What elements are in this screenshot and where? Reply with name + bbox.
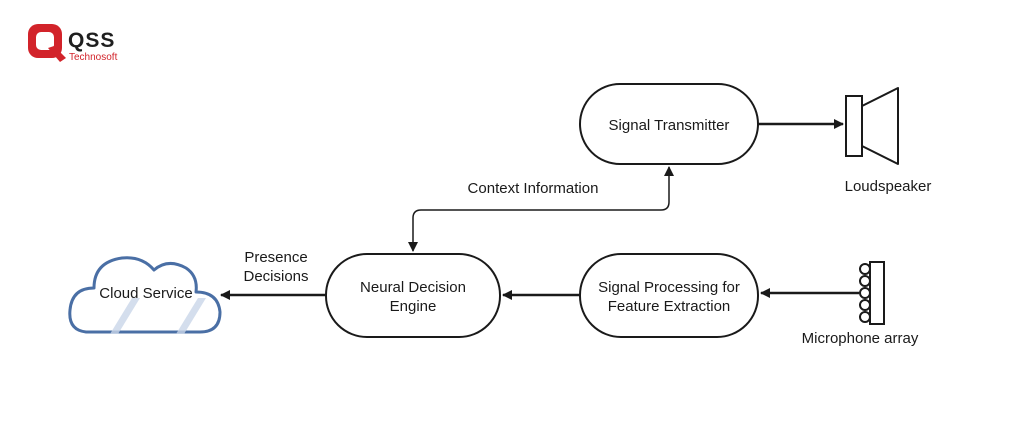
node-signal-processing: Signal Processing for Feature Extraction: [579, 253, 759, 338]
edge-label-presence-line1: Presence: [244, 249, 307, 266]
node-signal-transmitter-label: Signal Transmitter: [609, 117, 730, 134]
node-neural-engine-line1: Neural Decision: [360, 279, 466, 296]
node-cloud-service-label: Cloud Service: [99, 285, 192, 302]
microphone-array-label: Microphone array: [802, 330, 919, 347]
node-neural-engine-line2: Engine: [390, 298, 437, 315]
node-signal-transmitter: Signal Transmitter: [579, 83, 759, 165]
node-cloud-service: Cloud Service: [68, 256, 222, 334]
node-neural-decision-engine: Neural Decision Engine: [325, 253, 501, 338]
edge-label-presence-line2: Decisions: [243, 268, 308, 285]
node-signal-processing-line1: Signal Processing for: [598, 279, 740, 296]
loudspeaker-label: Loudspeaker: [845, 178, 932, 195]
loudspeaker-icon: [845, 87, 899, 165]
logo-name: QSS: [68, 29, 115, 52]
microphone-array-icon: [859, 261, 885, 325]
logo-subtitle: Technosoft: [69, 52, 118, 63]
edge-label-context-information: Context Information: [468, 180, 599, 197]
node-signal-processing-line2: Feature Extraction: [608, 298, 731, 315]
qss-logo: QSS Technosoft: [28, 24, 118, 63]
edge-context-information: [408, 166, 674, 252]
qss-logo-mark-icon: [28, 24, 66, 62]
cloud-icon: [68, 256, 222, 334]
